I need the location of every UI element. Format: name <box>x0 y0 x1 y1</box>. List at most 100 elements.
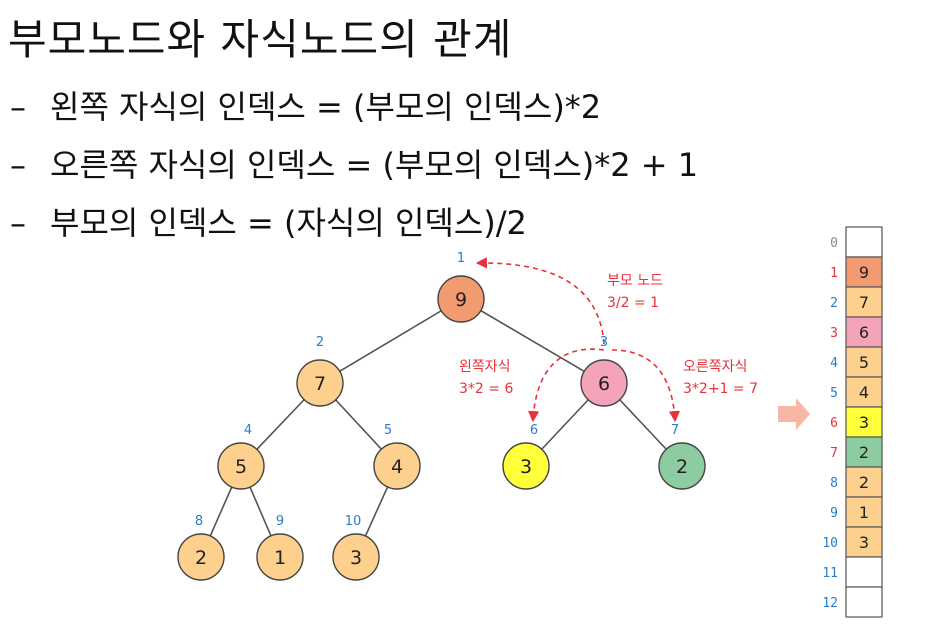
array-cell-index: 8 <box>830 476 838 491</box>
tree-node-circle <box>177 533 225 581</box>
tree-node-value: 7 <box>314 373 326 395</box>
array-cell: 0 <box>830 226 883 258</box>
tree-node-circle <box>658 442 706 490</box>
tree-node-index: 10 <box>345 514 362 529</box>
tree-node: 19 <box>256 514 304 581</box>
tree-node-value: 3 <box>350 547 362 569</box>
array-cell-value: 3 <box>859 413 869 432</box>
parent-arrow <box>475 257 605 345</box>
left-child-arrow <box>527 348 605 423</box>
array-cell-index: 11 <box>822 566 838 581</box>
bullet-dash: – <box>10 88 26 126</box>
tree-node-value: 4 <box>391 456 403 478</box>
tree-node: 28 <box>177 514 225 581</box>
array-cell-box <box>845 316 883 348</box>
bullet-text: 오른쪽 자식의 인덱스 = (부모의 인덱스)*2 + 1 <box>50 146 699 184</box>
parent-annotation-title: 부모 노드 <box>607 273 663 289</box>
tree-node-value: 2 <box>676 456 688 478</box>
left-annotation-formula: 3*2 = 6 <box>459 381 513 397</box>
array-cell-value: 3 <box>859 533 869 552</box>
parent-annotation-formula: 3/2 = 1 <box>607 295 659 311</box>
array-cell-index: 5 <box>830 386 838 401</box>
array-cell-value: 2 <box>859 443 869 462</box>
bullet-dash: – <box>10 204 26 242</box>
tree-node-index: 3 <box>600 335 608 350</box>
tree-node: 63 <box>580 335 628 407</box>
tree-edge <box>460 298 605 384</box>
bullet-text: 왼쪽 자식의 인덱스 = (부모의 인덱스)*2 <box>50 88 602 126</box>
array-cell-index: 4 <box>830 356 838 371</box>
array-cell-value: 2 <box>859 473 869 492</box>
tree-node-index: 7 <box>671 423 679 438</box>
tree-edge <box>319 298 462 384</box>
array-cell: 45 <box>830 376 883 408</box>
tree-node-index: 2 <box>316 335 324 350</box>
array-cell: 12 <box>822 586 883 618</box>
left-annotation-title: 왼쪽자식 <box>459 359 511 375</box>
array-cell-value: 4 <box>859 383 869 402</box>
array-cell-index: 6 <box>830 416 838 431</box>
annotation-arrows <box>475 257 681 423</box>
tree-node-circle <box>502 442 550 490</box>
tree-node: 72 <box>296 335 344 407</box>
tree-node-value: 3 <box>520 456 532 478</box>
bullet-parent: –부모의 인덱스 = (자식의 인덱스)/2 <box>10 194 698 252</box>
array-cell-box <box>845 226 883 258</box>
bullet-list: –왼쪽 자식의 인덱스 = (부모의 인덱스)*2 –오른쪽 자식의 인덱스 =… <box>10 78 698 252</box>
tree-node-value: 1 <box>274 547 286 569</box>
right-annotation-formula: 3*2+1 = 7 <box>683 381 758 397</box>
bullet-dash: – <box>10 146 26 184</box>
tree-node: 3 10 <box>332 514 380 581</box>
tree-node-circle <box>332 533 380 581</box>
array-cell-value: 6 <box>859 323 869 342</box>
array-cell: 63 <box>830 316 883 348</box>
array-cell: 11 <box>822 556 883 588</box>
array-cell-value: 5 <box>859 353 869 372</box>
tree-node-circle <box>437 275 485 323</box>
array-cell-box <box>845 346 883 378</box>
tree-node: 27 <box>658 423 706 490</box>
array-cell-value: 1 <box>859 503 869 522</box>
tree-edges <box>200 298 683 558</box>
array-cell-index: 1 <box>830 266 838 281</box>
array-cell: 19 <box>830 496 883 528</box>
tree-node-value: 5 <box>235 456 247 478</box>
array-cell-index: 0 <box>830 236 838 251</box>
array-cell-box <box>845 496 883 528</box>
page-title: 부모노드와 자식노드의 관계 <box>8 15 513 64</box>
tree-node-index: 8 <box>195 514 203 529</box>
bullet-right-child: –오른쪽 자식의 인덱스 = (부모의 인덱스)*2 + 1 <box>10 136 698 194</box>
tree-node-index: 4 <box>244 423 252 438</box>
array-cell: 3 10 <box>822 526 883 558</box>
array-cell-index: 3 <box>830 326 838 341</box>
tree-node-circle <box>580 359 628 407</box>
array-cell: 28 <box>830 466 883 498</box>
tree-node: 36 <box>502 423 550 490</box>
tree-node: 45 <box>373 423 421 490</box>
bullet-text: 부모의 인덱스 = (자식의 인덱스)/2 <box>50 204 527 242</box>
array-cell-box <box>845 586 883 618</box>
annotations: 부모 노드 3/2 = 1 왼쪽자식 3*2 = 6 오른쪽자식 3*2+1 =… <box>459 273 758 397</box>
tree-node-index: 1 <box>457 251 465 266</box>
tree-node: 54 <box>217 423 265 490</box>
array-arrow-icon <box>778 398 810 430</box>
array-cell: 72 <box>830 286 883 318</box>
bullet-left-child: –왼쪽 자식의 인덱스 = (부모의 인덱스)*2 <box>10 78 698 136</box>
array-cell-box <box>845 256 883 288</box>
array-cell: 54 <box>830 346 883 378</box>
tree-node: 91 <box>437 251 485 323</box>
tree-node-value: 2 <box>195 547 207 569</box>
array-cell-index: 2 <box>830 296 838 311</box>
array-cell-index: 10 <box>822 536 838 551</box>
array-cell-box <box>845 376 883 408</box>
tree-node-value: 9 <box>455 289 467 311</box>
array-cell-index: 12 <box>822 596 838 611</box>
array-cell-box <box>845 406 883 438</box>
array-cell-value: 9 <box>859 263 869 282</box>
tree-node-circle <box>373 442 421 490</box>
tree-node-index: 9 <box>276 514 284 529</box>
array-cell-value: 7 <box>859 293 869 312</box>
